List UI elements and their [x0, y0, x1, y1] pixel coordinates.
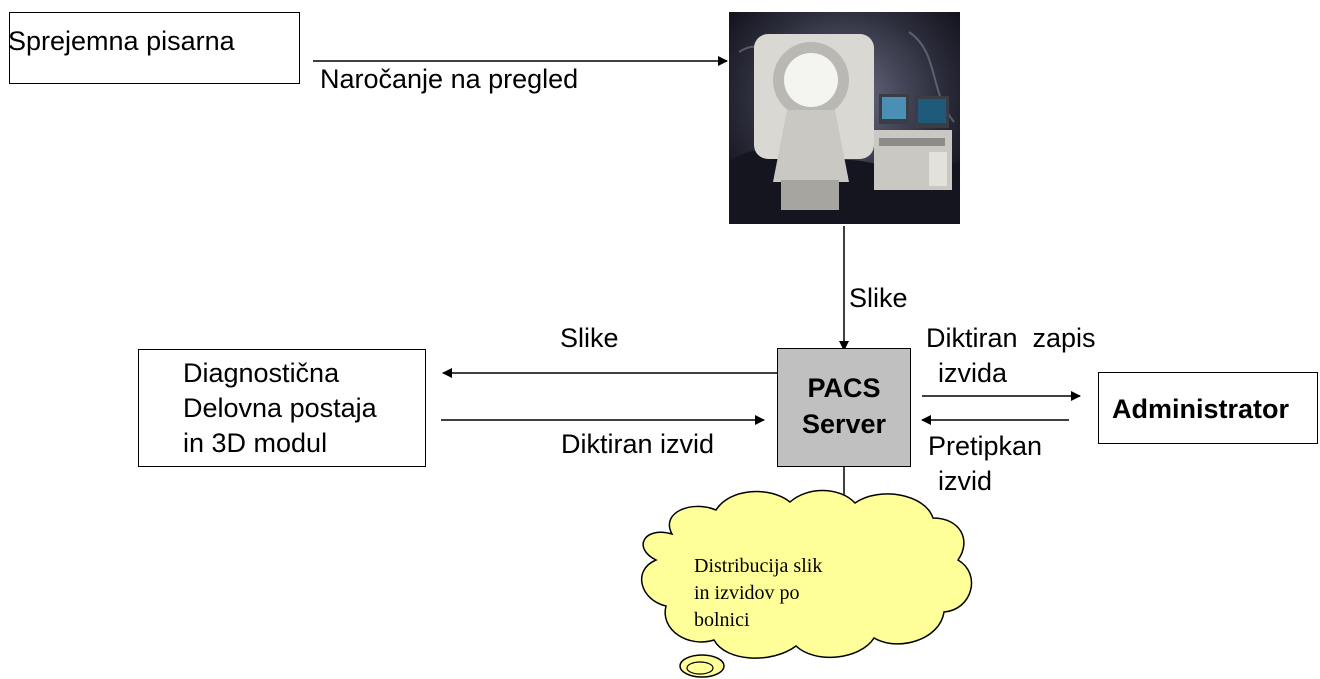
- administrator-box: Administrator: [1098, 372, 1318, 444]
- workstation-box: Diagnostična Delovna postaja in 3D modul: [138, 349, 426, 467]
- admin-to-pacs-label-line2: izvid: [938, 466, 993, 496]
- booking-edge-label: Naročanje na pregled: [320, 64, 579, 94]
- cloud-label-line3: bolnici: [694, 609, 750, 631]
- cloud-label-line1: Distribucija slik: [694, 555, 823, 577]
- pacs-label-line1: PACS: [807, 373, 881, 403]
- pacs-server-box: PACS Server: [777, 348, 911, 467]
- workstation-label-line2: Delovna postaja: [183, 393, 377, 423]
- scanner-images-label: Slike: [849, 283, 908, 313]
- reception-box: Sprejemna pisarna: [8, 12, 300, 84]
- administrator-label: Administrator: [1112, 394, 1290, 424]
- pacs-to-workstation-label: Slike: [560, 323, 619, 353]
- pacs-to-admin-label-line1: Diktiran zapis: [926, 323, 1096, 353]
- reception-label: Sprejemna pisarna: [8, 26, 235, 56]
- pacs-to-admin-label-line2: izvida: [938, 358, 1008, 388]
- cloud-label-line2: in izvidov po: [694, 582, 800, 604]
- ct-scanner-image: [729, 12, 960, 224]
- admin-to-pacs-label-line1: Pretipkan: [928, 431, 1043, 461]
- workstation-label-line1: Diagnostična: [183, 358, 340, 388]
- pacs-label-line2: Server: [801, 409, 887, 439]
- distribution-cloud-shape: [640, 489, 973, 678]
- workstation-label-line3: in 3D modul: [183, 428, 328, 458]
- workstation-to-pacs-label: Diktiran izvid: [561, 429, 715, 459]
